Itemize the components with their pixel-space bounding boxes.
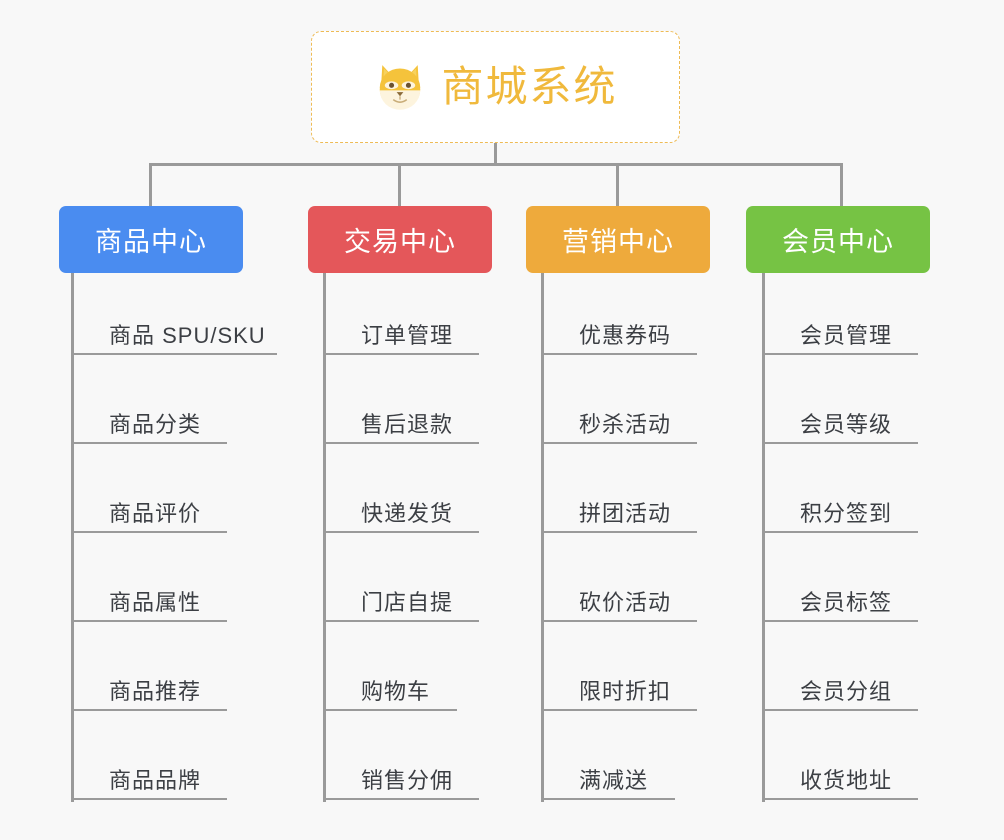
leaf-item-4-4[interactable]: 会员标签 [762, 578, 918, 622]
branch-spine-2 [323, 273, 326, 802]
branch-header-label-1: 商品中心 [95, 227, 207, 257]
branch-header-1[interactable]: 商品中心 [59, 206, 243, 273]
leaf-label: 会员分组 [800, 679, 893, 704]
leaf-item-1-2[interactable]: 商品分类 [71, 400, 227, 444]
leaf-label: 商品属性 [109, 590, 202, 615]
leaf-label: 会员等级 [800, 412, 893, 437]
branch-drop-line-3 [616, 163, 619, 208]
leaf-underline [71, 353, 277, 355]
leaf-label: 门店自提 [361, 590, 454, 615]
leaf-item-4-6[interactable]: 收货地址 [762, 756, 918, 800]
leaf-item-3-6[interactable]: 满减送 [541, 756, 675, 800]
leaf-label: 收货地址 [800, 768, 893, 793]
leaf-item-1-1[interactable]: 商品 SPU/SKU [71, 311, 277, 355]
leaf-label: 会员管理 [800, 323, 893, 348]
branch-spine-1 [71, 273, 74, 802]
leaf-underline [71, 531, 227, 533]
leaf-underline [762, 798, 918, 800]
leaf-item-4-2[interactable]: 会员等级 [762, 400, 918, 444]
leaf-label: 售后退款 [361, 412, 454, 437]
leaf-item-2-5[interactable]: 购物车 [323, 667, 457, 711]
leaf-item-3-2[interactable]: 秒杀活动 [541, 400, 697, 444]
leaf-underline [323, 709, 457, 711]
leaf-label: 商品评价 [109, 501, 202, 526]
leaf-underline [323, 353, 479, 355]
leaf-underline [323, 798, 479, 800]
leaf-label: 商品分类 [109, 412, 202, 437]
leaf-item-1-3[interactable]: 商品评价 [71, 489, 227, 533]
leaf-item-3-1[interactable]: 优惠券码 [541, 311, 697, 355]
branch-header-4[interactable]: 会员中心 [746, 206, 930, 273]
leaf-underline [71, 709, 227, 711]
leaf-underline [541, 798, 675, 800]
leaf-item-3-5[interactable]: 限时折扣 [541, 667, 697, 711]
leaf-underline [71, 798, 227, 800]
leaf-item-2-6[interactable]: 销售分佣 [323, 756, 479, 800]
branch-drop-line-2 [398, 163, 401, 208]
branch-spine-3 [541, 273, 544, 802]
leaf-label: 商品品牌 [109, 768, 202, 793]
leaf-label: 销售分佣 [361, 768, 454, 793]
leaf-item-2-2[interactable]: 售后退款 [323, 400, 479, 444]
leaf-underline [323, 620, 479, 622]
leaf-underline [762, 442, 918, 444]
leaf-underline [762, 620, 918, 622]
leaf-label: 购物车 [361, 679, 431, 704]
branch-bus-line [149, 163, 843, 166]
branch-header-label-3: 营销中心 [562, 227, 674, 257]
leaf-label: 商品 SPU/SKU [109, 323, 266, 348]
leaf-underline [71, 442, 227, 444]
leaf-underline [762, 709, 918, 711]
leaf-item-1-6[interactable]: 商品品牌 [71, 756, 227, 800]
branch-drop-line-1 [149, 163, 152, 208]
leaf-label: 快递发货 [361, 501, 454, 526]
leaf-underline [541, 531, 697, 533]
branch-header-label-4: 会员中心 [782, 227, 894, 257]
root-title: 商城系统 [441, 63, 618, 110]
leaf-underline [541, 442, 697, 444]
shiba-dog-face-icon [380, 65, 421, 110]
leaf-item-1-5[interactable]: 商品推荐 [71, 667, 227, 711]
leaf-underline [762, 353, 918, 355]
leaf-label: 积分签到 [800, 501, 893, 526]
leaf-label: 砍价活动 [579, 590, 672, 615]
leaf-underline [323, 531, 479, 533]
leaf-item-2-1[interactable]: 订单管理 [323, 311, 479, 355]
root-node[interactable]: 商城系统 [311, 31, 680, 143]
leaf-label: 订单管理 [361, 323, 454, 348]
leaf-item-4-1[interactable]: 会员管理 [762, 311, 918, 355]
leaf-label: 拼团活动 [579, 501, 672, 526]
leaf-label: 商品推荐 [109, 679, 202, 704]
leaf-label: 会员标签 [800, 590, 893, 615]
branch-spine-4 [762, 273, 765, 802]
branch-header-2[interactable]: 交易中心 [308, 206, 492, 273]
branch-header-label-2: 交易中心 [344, 227, 456, 257]
leaf-label: 优惠券码 [579, 323, 672, 348]
leaf-label: 秒杀活动 [579, 412, 672, 437]
branch-header-3[interactable]: 营销中心 [526, 206, 710, 273]
leaf-underline [71, 620, 227, 622]
branch-drop-line-4 [840, 163, 843, 208]
leaf-label: 限时折扣 [579, 679, 672, 704]
leaf-item-3-4[interactable]: 砍价活动 [541, 578, 697, 622]
leaf-underline [762, 531, 918, 533]
leaf-item-1-4[interactable]: 商品属性 [71, 578, 227, 622]
leaf-item-4-5[interactable]: 会员分组 [762, 667, 918, 711]
leaf-item-2-3[interactable]: 快递发货 [323, 489, 479, 533]
leaf-item-3-3[interactable]: 拼团活动 [541, 489, 697, 533]
leaf-underline [541, 353, 697, 355]
leaf-underline [323, 442, 479, 444]
root-trunk-line [494, 143, 497, 165]
leaf-item-4-3[interactable]: 积分签到 [762, 489, 918, 533]
leaf-underline [541, 709, 697, 711]
leaf-item-2-4[interactable]: 门店自提 [323, 578, 479, 622]
leaf-underline [541, 620, 697, 622]
leaf-label: 满减送 [579, 768, 649, 793]
